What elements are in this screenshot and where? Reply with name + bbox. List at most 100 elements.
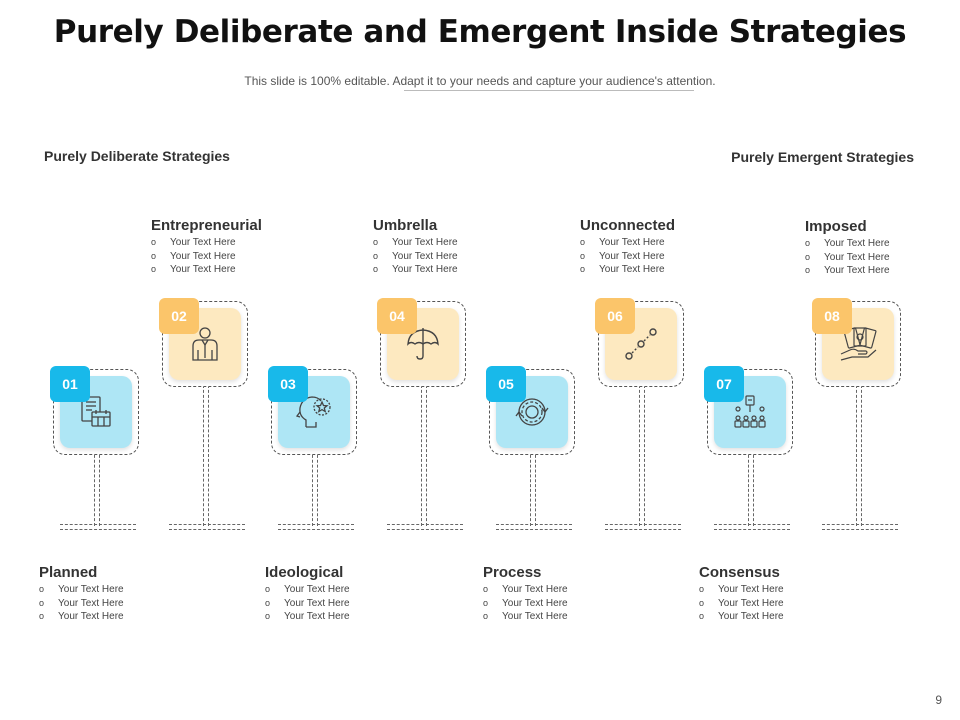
signpost-base <box>605 524 681 530</box>
bullet-marker: o <box>580 250 586 261</box>
calendar-list-icon <box>81 396 111 427</box>
bullet-text: Your Text Here <box>58 597 124 609</box>
bullet-marker: o <box>580 237 586 247</box>
step-badge: 08 <box>812 298 852 334</box>
bullet-marker: o <box>805 238 811 248</box>
bullet-item: o Your Text Here <box>39 597 219 611</box>
bullet-marker: o <box>580 264 586 274</box>
bullet-item: o Your Text Here <box>805 237 945 251</box>
gear-cycle-icon <box>515 398 549 426</box>
step-title: Process <box>483 564 542 581</box>
signpost-base <box>169 524 245 530</box>
page-number: 9 <box>935 693 942 707</box>
step-badge: 02 <box>159 298 199 334</box>
step-badge: 01 <box>50 366 90 402</box>
bullet-marker: o <box>483 597 489 608</box>
signpost-base <box>278 524 354 530</box>
step-sign-03: 03 <box>268 366 357 455</box>
bullet-marker: o <box>151 264 157 274</box>
bullet-item: o Your Text Here <box>483 610 663 624</box>
bullet-marker: o <box>39 597 45 608</box>
subtitle-underline <box>404 90 694 91</box>
bullet-text: Your Text Here <box>824 238 890 249</box>
bullet-text: Your Text Here <box>824 251 890 263</box>
signpost-pole <box>530 450 536 526</box>
step-badge: 05 <box>486 366 526 402</box>
bullet-text: Your Text Here <box>502 611 568 622</box>
umbrella-icon <box>407 328 439 360</box>
bullet-item: o Your Text Here <box>580 250 760 264</box>
signpost-base <box>714 524 790 530</box>
signpost-pole <box>856 385 862 526</box>
step-sign-01: 01 <box>50 366 139 455</box>
bullet-item: o Your Text Here <box>805 251 945 265</box>
bullet-marker: o <box>373 250 379 261</box>
bullet-text: Your Text Here <box>284 611 350 622</box>
bullet-text: Your Text Here <box>170 264 236 275</box>
signpost-base <box>387 524 463 530</box>
step-sign-06: 06 <box>595 298 684 387</box>
signpost-pole <box>94 450 100 526</box>
step-title: Unconnected <box>580 217 676 234</box>
step-sign-07: 07 <box>704 366 793 455</box>
bullet-marker: o <box>39 611 45 621</box>
step-title: Ideological <box>265 564 344 581</box>
bullet-item: o Your Text Here <box>151 263 331 277</box>
signpost-pole <box>421 385 427 526</box>
bullet-marker: o <box>39 584 45 594</box>
bullet-text: Your Text Here <box>170 250 236 262</box>
step-badge: 04 <box>377 298 417 334</box>
bullet-text: Your Text Here <box>392 250 458 262</box>
step-title: Entrepreneurial <box>151 217 262 234</box>
bullet-marker: o <box>483 584 489 594</box>
bullet-text: Your Text Here <box>599 264 665 275</box>
bullet-text: Your Text Here <box>392 237 458 248</box>
bullet-marker: o <box>483 611 489 621</box>
bullet-text: Your Text Here <box>599 250 665 262</box>
step-title: Imposed <box>805 218 867 235</box>
section-label-emergent: Purely Emergent Strategies <box>731 149 914 165</box>
bullet-marker: o <box>805 265 811 275</box>
bullet-text: Your Text Here <box>599 237 665 248</box>
bullet-marker: o <box>373 237 379 247</box>
businessman-icon <box>192 327 218 361</box>
step-sign-05: 05 <box>486 366 575 455</box>
signpost-pole <box>203 385 209 526</box>
step-title: Consensus <box>699 564 780 581</box>
bullet-text: Your Text Here <box>502 597 568 609</box>
step-badge: 03 <box>268 366 308 402</box>
bullet-marker: o <box>699 584 705 594</box>
bullet-item: o Your Text Here <box>580 236 760 250</box>
bullet-item: o Your Text Here <box>373 250 553 264</box>
step-badge: 06 <box>595 298 635 334</box>
bullet-item: o Your Text Here <box>39 583 219 597</box>
bullet-item: o Your Text Here <box>580 263 760 277</box>
slide-title: Purely Deliberate and Emergent Inside St… <box>53 14 907 50</box>
bullet-marker: o <box>699 597 705 608</box>
bullet-text: Your Text Here <box>58 584 124 595</box>
signpost-base <box>822 524 898 530</box>
bullet-marker: o <box>151 237 157 247</box>
step-sign-08: 08 <box>812 298 901 387</box>
step-title: Umbrella <box>373 217 438 234</box>
bullet-text: Your Text Here <box>718 611 784 622</box>
bullet-marker: o <box>805 251 811 262</box>
bullet-marker: o <box>699 611 705 621</box>
bullet-item: o Your Text Here <box>699 610 879 624</box>
